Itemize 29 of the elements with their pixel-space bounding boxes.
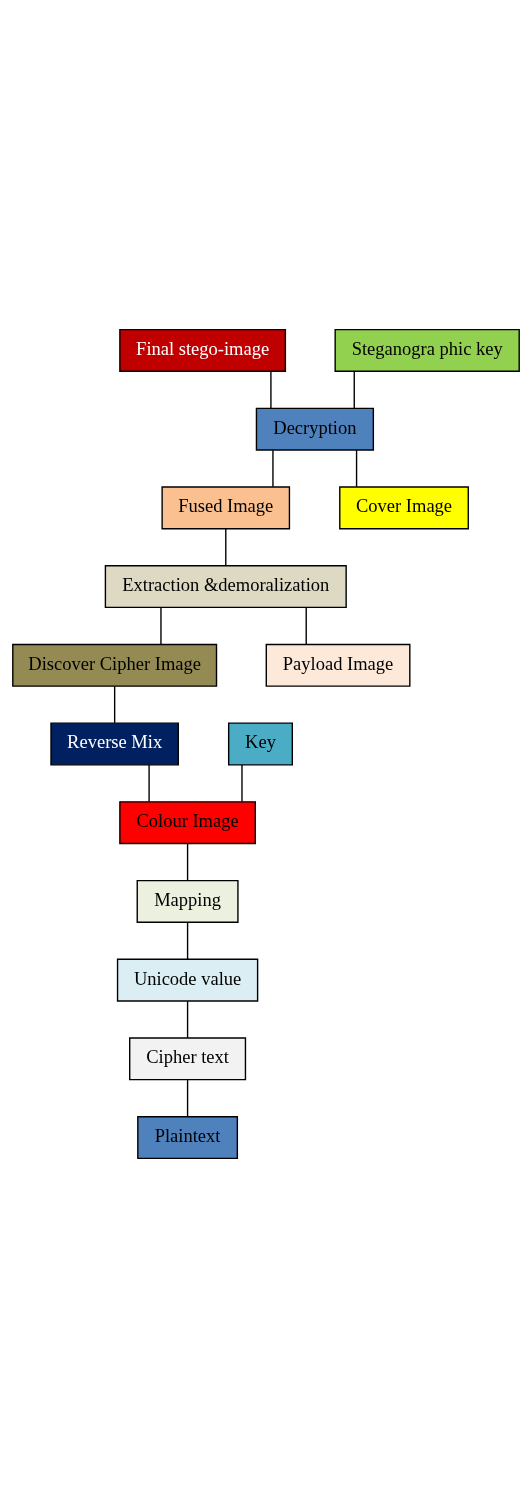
connector xyxy=(160,606,162,645)
node-box: Final stego-image xyxy=(119,328,287,372)
node-box: Unicode value xyxy=(116,958,259,1002)
node-box: Cover Image xyxy=(339,485,469,529)
node-box: Payload Image xyxy=(265,643,411,687)
connector xyxy=(270,370,272,409)
connector xyxy=(225,527,227,566)
node-box: Cipher text xyxy=(129,1036,247,1080)
connector xyxy=(272,449,274,487)
node-box: Decryption xyxy=(255,407,375,451)
connector xyxy=(148,763,150,802)
node-box: Colour Image xyxy=(119,800,256,844)
connector xyxy=(353,370,355,409)
node-box: Reverse Mix xyxy=(50,721,179,766)
node-box: Key xyxy=(227,721,294,766)
node-box: Extraction &demoralization xyxy=(104,564,347,608)
connector xyxy=(186,842,189,881)
connector xyxy=(186,921,189,960)
connector xyxy=(186,1078,189,1117)
node-box: Plaintext xyxy=(137,1115,239,1159)
connector xyxy=(241,763,243,802)
node-box: Mapping xyxy=(136,879,239,923)
node-box: Discover Cipher Image xyxy=(12,643,218,687)
connector xyxy=(305,606,307,645)
connector xyxy=(355,449,358,487)
connector xyxy=(113,685,116,724)
node-box: Steganogra phic key xyxy=(334,328,520,372)
node-box: Fused Image xyxy=(161,485,291,529)
connector xyxy=(186,1000,189,1038)
